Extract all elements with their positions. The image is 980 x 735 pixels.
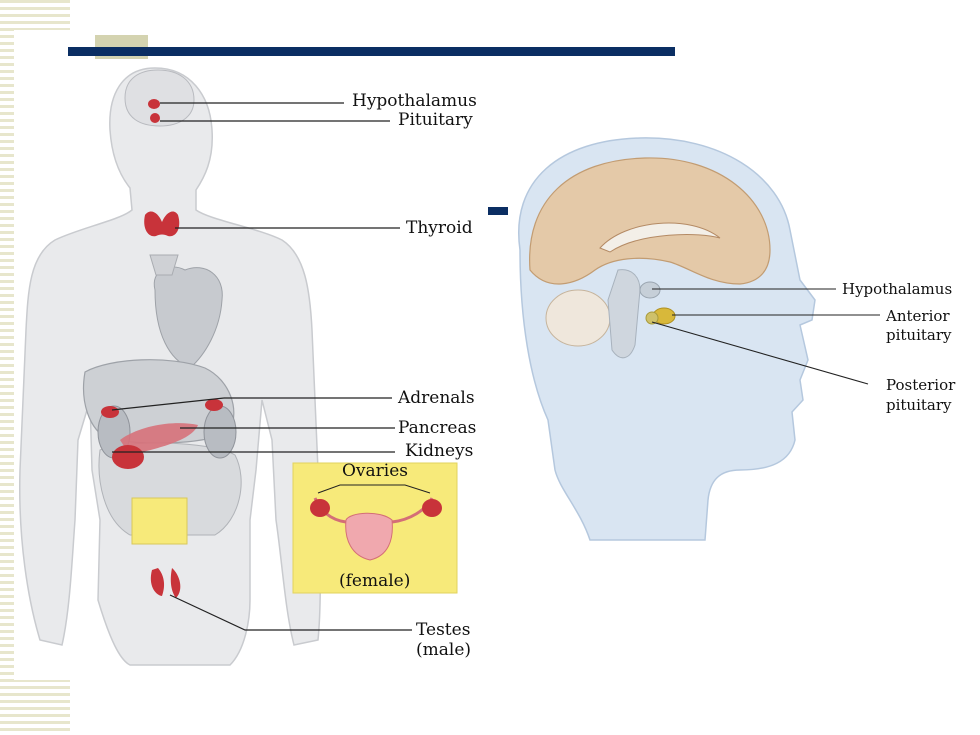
- body-leader-lines: [111, 102, 412, 631]
- label-thyroid: Thyroid: [406, 218, 473, 238]
- hypothalamus-gland: [148, 99, 160, 109]
- label-female: (female): [339, 571, 411, 591]
- uterus: [345, 512, 393, 561]
- left-ovary: [310, 499, 330, 517]
- slide-bullet-mark: [488, 207, 508, 215]
- head-label-hypothalamus: Hypothalamus: [842, 280, 953, 298]
- slide-margin-stripes: [0, 0, 70, 735]
- slide-title-bar: [68, 47, 675, 56]
- head-label-posterior-pituitary: pituitary: [886, 396, 952, 414]
- label-ovaries: Ovaries: [342, 461, 409, 481]
- pancreas-head: [112, 445, 144, 469]
- testes-gland: [150, 568, 181, 598]
- head-leader-lines: [651, 288, 880, 385]
- right-ovary: [422, 499, 442, 517]
- head-label-anterior-pituitary: pituitary: [886, 326, 952, 344]
- trachea: [149, 254, 179, 276]
- gland-group: [101, 99, 223, 598]
- ovaries-inset: [292, 462, 458, 594]
- corpus-callosum: [599, 222, 721, 253]
- label-adrenals: Adrenals: [398, 388, 475, 408]
- label-testes-male: (male): [416, 640, 472, 660]
- brain-outline: [124, 69, 195, 127]
- label-pituitary: Pituitary: [398, 110, 473, 130]
- left-adrenal: [101, 406, 119, 418]
- pancreas-gland: [120, 423, 198, 455]
- heart: [153, 266, 223, 369]
- cerebrum: [529, 157, 771, 285]
- label-hypothalamus: Hypothalamus: [352, 91, 477, 111]
- head-label-posterior: Posterior: [886, 376, 956, 394]
- cerebellum: [545, 289, 611, 347]
- head-label-anterior: Anterior: [886, 307, 950, 325]
- thyroid-gland: [144, 211, 180, 237]
- posterior-pituitary-gland: [645, 311, 659, 325]
- right-adrenal: [205, 399, 223, 411]
- hypothalamus-region: [639, 281, 661, 299]
- brainstem: [607, 269, 641, 359]
- label-kidneys: Kidneys: [405, 441, 474, 461]
- label-pancreas: Pancreas: [398, 418, 477, 438]
- label-testes: Testes: [416, 620, 471, 640]
- pelvic-yellow-box: [131, 497, 188, 545]
- pituitary-gland: [150, 113, 160, 123]
